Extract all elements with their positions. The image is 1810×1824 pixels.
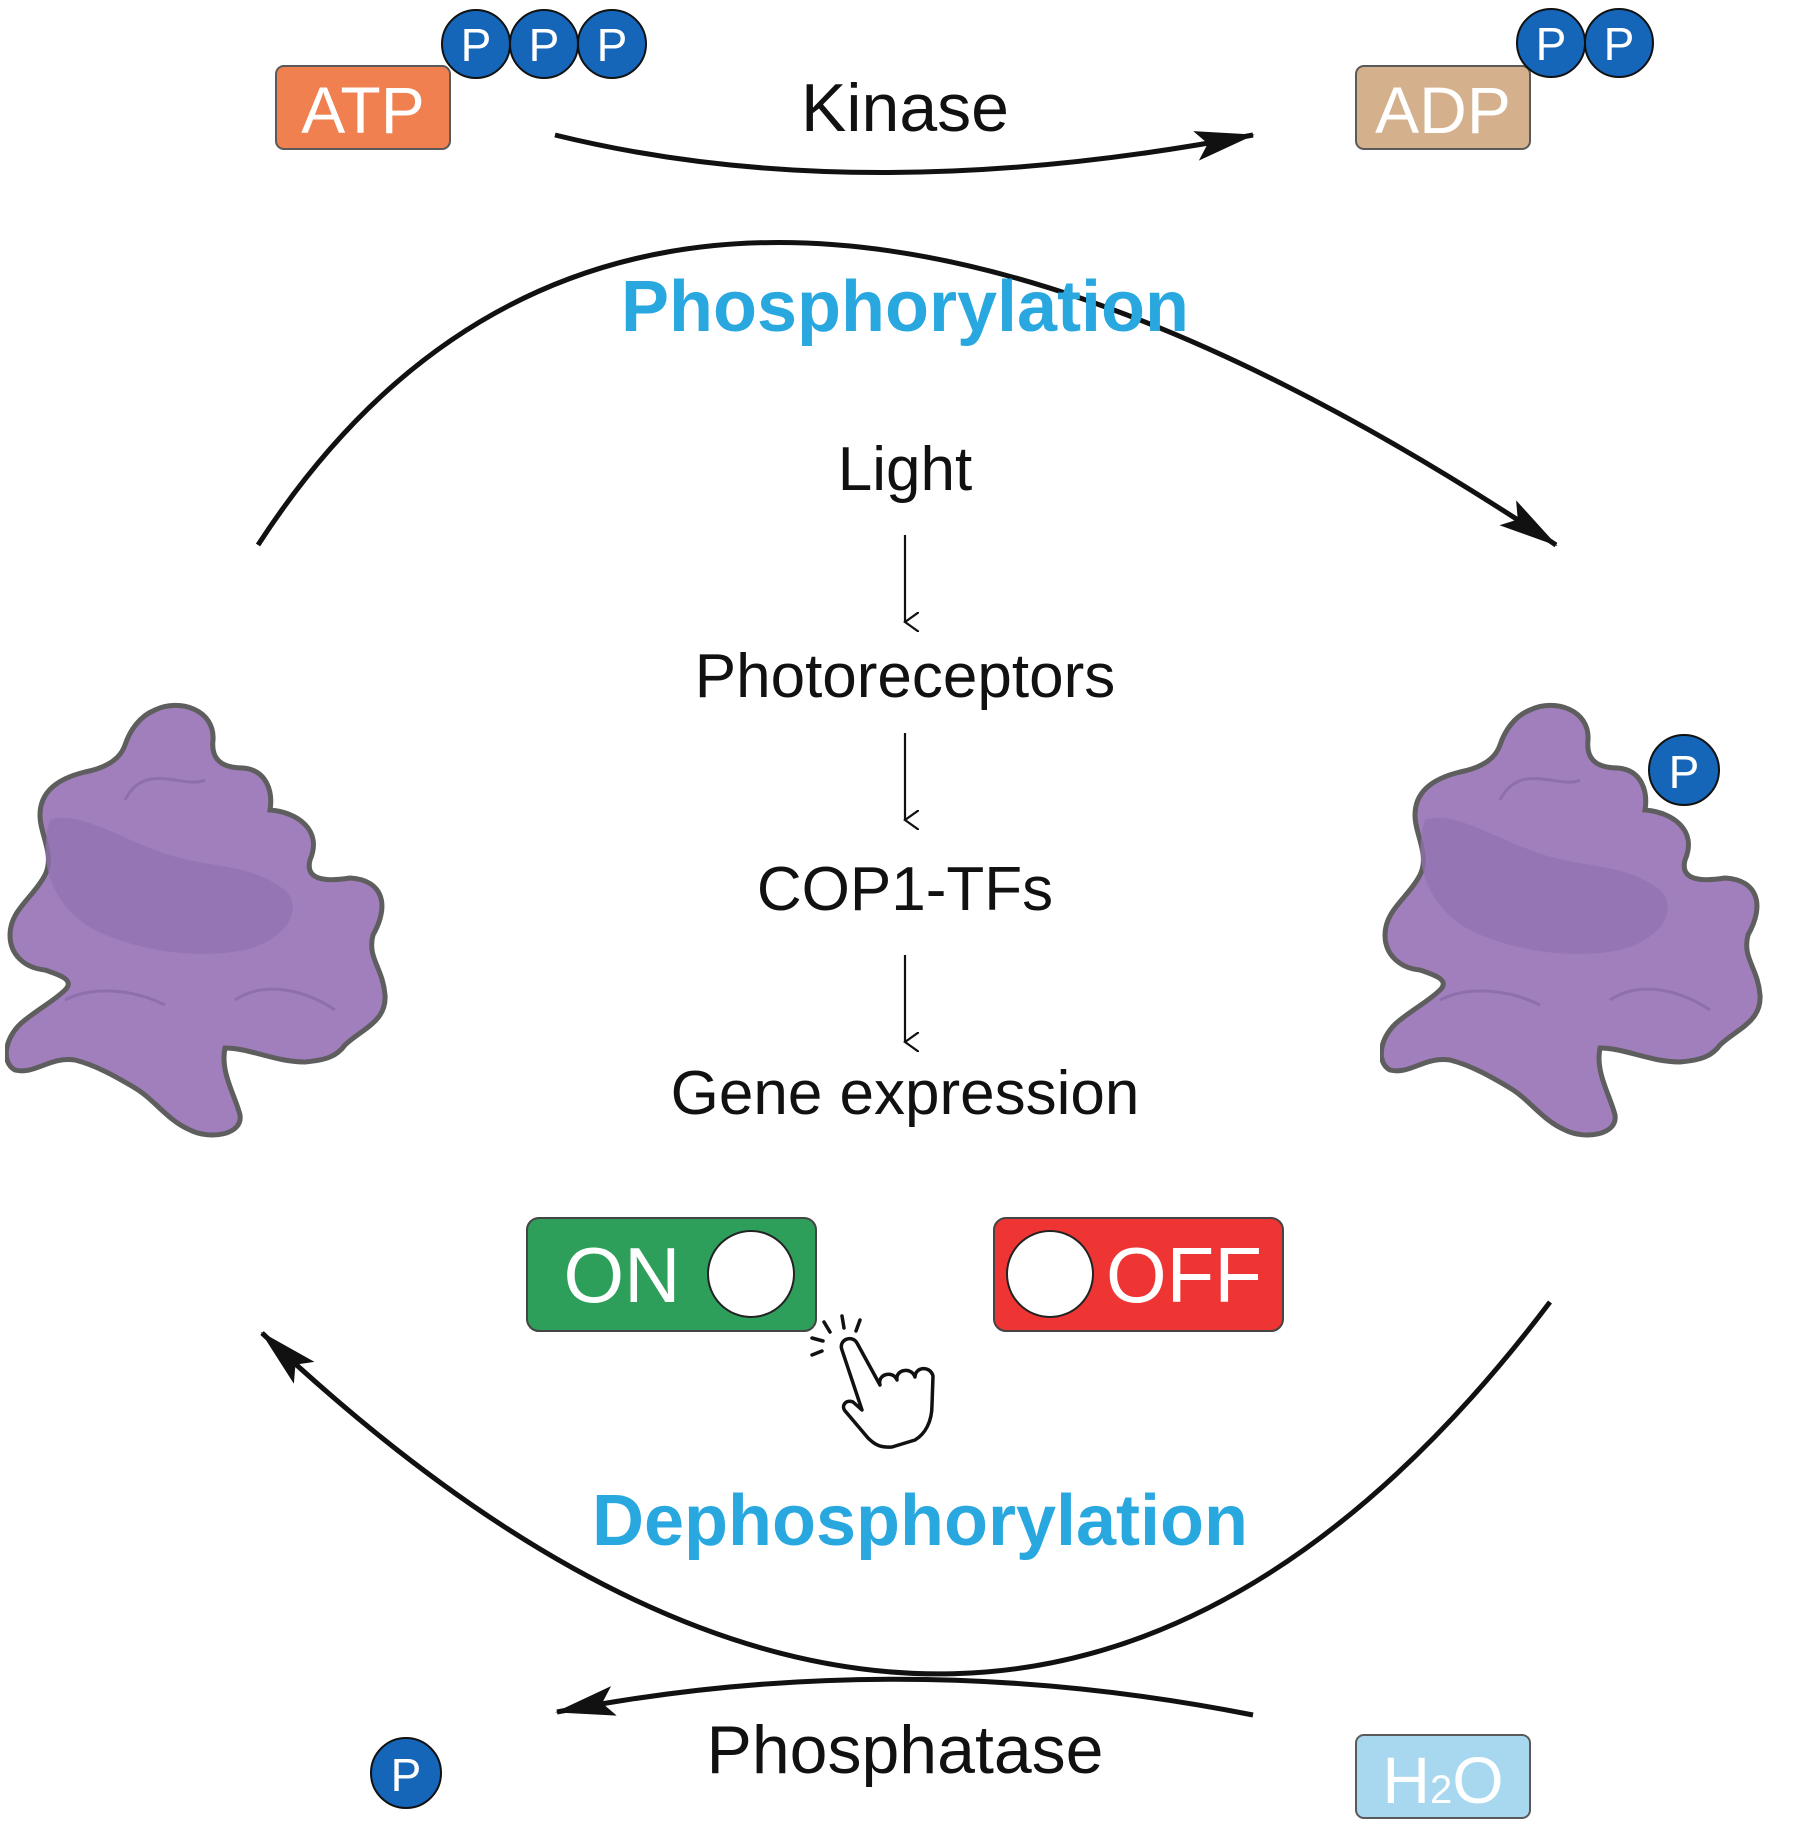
phosphorylation-arc [255,240,1558,548]
pathway-step-light: Light [838,435,972,504]
light-signaling-pathway: Light Photoreceptors COP1-TFs Gene expre… [671,435,1140,1128]
adp-molecule: ADP P P [1355,8,1654,150]
adp-label: ADP [1375,73,1511,147]
pathway-step-photoreceptors: Photoreceptors [695,642,1115,711]
phosphate-icon: P [441,9,511,79]
kinase-arrow [554,131,1255,175]
phosphate-icon: P [577,9,647,79]
on-switch[interactable]: ON [526,1217,817,1332]
svg-text:P: P [597,19,628,71]
on-switch-label: ON [564,1231,681,1319]
atp-label: ATP [301,73,424,147]
svg-text:P: P [391,1749,422,1801]
phosphate-icon: P [370,1737,442,1809]
svg-text:P: P [1536,18,1567,70]
water-box [1355,1734,1531,1819]
atp-molecule: ATP P P P [275,9,647,150]
hand-pointer-icon [810,1314,935,1449]
water-label: H2O [1382,1743,1503,1817]
off-switch[interactable]: OFF [993,1217,1284,1332]
pathway-step-gene-expression: Gene expression [671,1059,1140,1128]
off-switch-label: OFF [1106,1231,1262,1319]
svg-text:P: P [1669,746,1700,798]
svg-text:P: P [529,19,560,71]
phosphorylation-title: Phosphorylation [621,267,1189,347]
phosphatase-arrow [555,1676,1254,1718]
pathway-step-cop1-tfs: COP1-TFs [757,855,1053,924]
protein-blob-icon [6,705,385,1135]
kinase-label: Kinase [801,70,1009,146]
phosphate-icon: P [1648,734,1720,806]
svg-text:P: P [461,19,492,71]
svg-text:P: P [1604,18,1635,70]
dephosphorylation-arc [260,1300,1552,1677]
phosphate-icon: P [1516,8,1586,78]
phosphatase-label: Phosphatase [707,1712,1104,1788]
phosphate-icon: P [509,9,579,79]
water-molecule: H2O [1355,1734,1531,1819]
on-switch-knob [707,1230,795,1318]
phosphate-icon: P [1584,8,1654,78]
off-switch-knob [1006,1230,1094,1318]
atp-box [275,65,451,150]
adp-box [1355,65,1531,150]
dephosphorylation-title: Dephosphorylation [592,1481,1248,1561]
